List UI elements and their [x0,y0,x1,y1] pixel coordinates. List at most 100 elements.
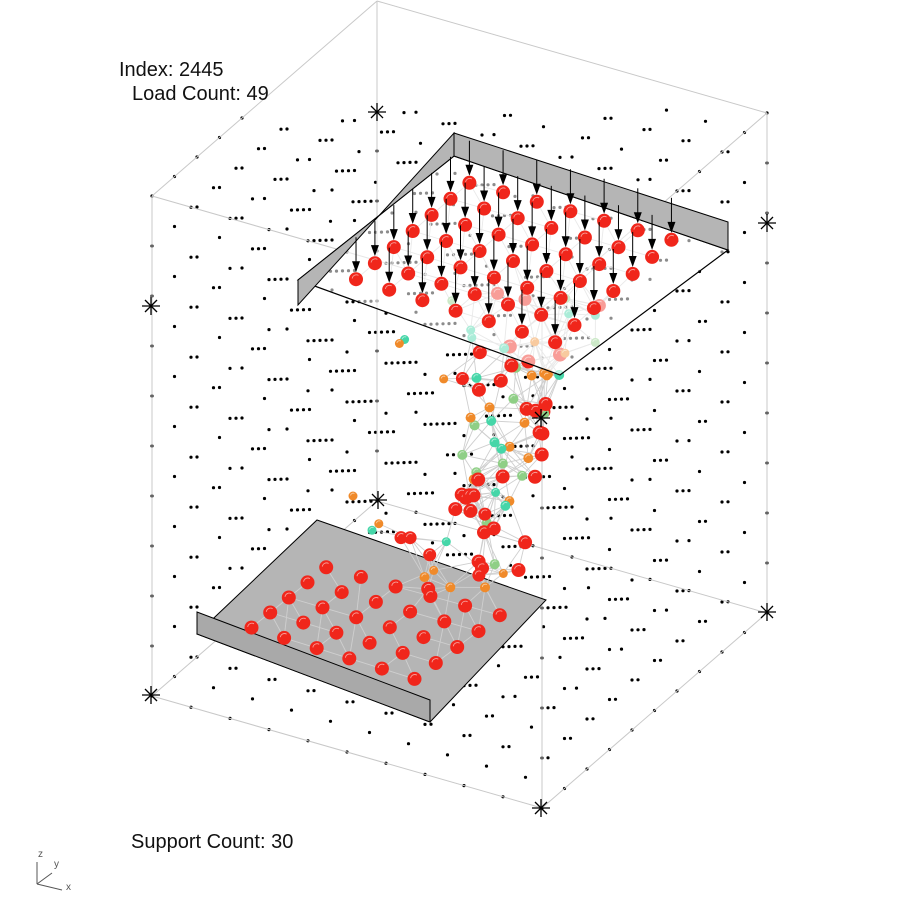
node [517,470,528,481]
grid-node [636,428,640,432]
load-plate-left [297,131,455,307]
node-highlight [513,213,521,218]
grid-node [234,316,238,320]
grid-node [564,505,568,509]
grid-node [429,722,433,726]
grid-node [301,208,306,212]
grid-node [396,161,400,165]
grid-node [441,522,445,526]
grid-node [529,725,534,729]
grid-node [217,485,222,490]
node [577,230,592,245]
grid-node [373,430,378,434]
grid-node [552,706,556,710]
box-edge [151,695,543,809]
grid-node [390,361,394,365]
grid-node [289,408,294,412]
grid-node [726,200,730,204]
grid-node [568,636,573,640]
grid-node [334,369,339,373]
grid-node [228,366,232,370]
node-highlight [594,259,602,264]
grid-node [423,472,427,476]
grid-node [648,427,652,431]
grid-node [262,496,267,501]
grid-node [240,416,244,420]
corner-marker-icon [532,409,550,427]
member [433,561,479,571]
grid-node [273,277,277,281]
grid-node [630,328,634,332]
node-highlight [456,262,464,267]
grid-node [307,507,312,512]
grid-node [396,461,400,465]
grid-node [664,608,669,612]
grid-node [541,125,546,129]
grid-node [652,608,657,613]
grid-node [340,119,345,123]
grid-node [607,547,612,552]
grid-node [267,328,271,332]
grid-node [234,216,238,220]
node-highlight [475,347,483,352]
load-arrow-head [385,271,394,283]
node-highlight [471,421,477,426]
node-highlight [298,617,306,623]
member [501,448,523,477]
node-highlight [422,252,430,257]
grid-node [408,160,412,164]
node [469,420,480,431]
grid-node [429,422,433,426]
grid-node [720,400,724,404]
grid-node [507,545,511,549]
node-highlight [410,674,418,679]
node-highlight [356,572,364,577]
node-highlight [426,591,434,596]
node-highlight [541,399,549,404]
node [342,651,357,666]
grid-node [435,422,439,426]
grid-node [312,689,316,693]
node [534,447,549,462]
grid-node [630,628,634,632]
node-highlight [550,337,558,342]
node-highlight [506,443,512,447]
node-highlight [457,489,465,495]
member [461,425,476,456]
grid-node [687,439,691,443]
grid-node [742,230,747,235]
node-highlight [403,268,411,273]
grid-node [285,277,289,281]
node-highlight [474,556,482,562]
node [496,443,507,454]
axis-x-line [36,883,63,891]
grid-node [424,391,429,395]
node-highlight [521,419,527,423]
grid-node [675,339,679,343]
grid-node [568,536,573,540]
grid-node [508,513,513,517]
node-highlight [495,610,503,615]
node [463,503,478,518]
corner-marker-icon [142,297,160,315]
grid-node [687,539,691,543]
grid-node [726,550,730,554]
grid-node [195,305,199,309]
member [400,537,425,578]
grid-node [562,586,567,591]
grid-node [586,136,591,140]
grid-node [591,467,595,471]
node-highlight [458,373,465,378]
grid-node [351,200,355,204]
node-highlight [518,472,525,476]
grid-node [330,438,334,442]
grid-node [217,185,222,190]
load-arrow-head [528,226,537,238]
grid-node [352,418,357,423]
grid-node [586,536,591,540]
grid-node [402,161,406,165]
grid-node [529,675,534,679]
grid-node [195,205,199,209]
grid-node [675,589,679,593]
grid-node [541,575,546,579]
